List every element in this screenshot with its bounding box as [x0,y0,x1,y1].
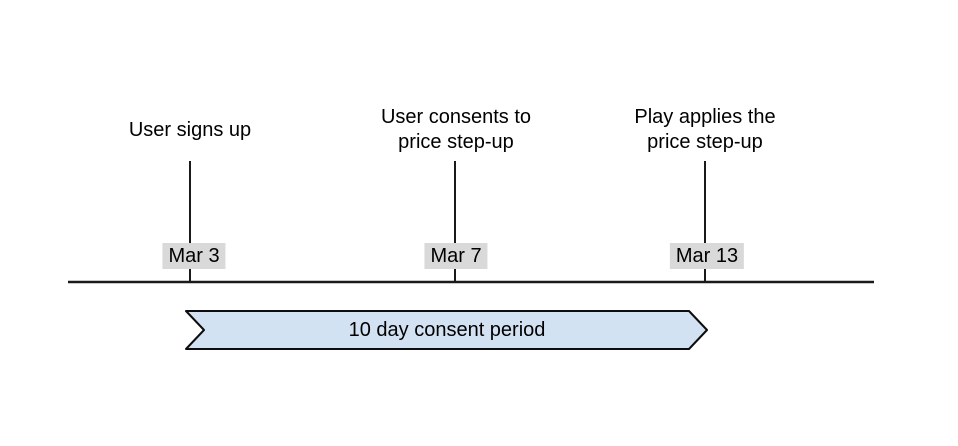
event-date-badge-signup: Mar 3 [162,243,226,269]
event-date-badge-apply: Mar 13 [669,243,745,269]
consent-period-label: 10 day consent period [348,318,546,341]
event-title-consent: User consents to price step-up [380,106,532,153]
event-title-signup: User signs up [128,119,252,141]
consent-period-arrow [185,310,708,350]
event-date-badge-consent: Mar 7 [424,243,488,269]
event-title-apply: Play applies the price step-up [634,106,776,153]
